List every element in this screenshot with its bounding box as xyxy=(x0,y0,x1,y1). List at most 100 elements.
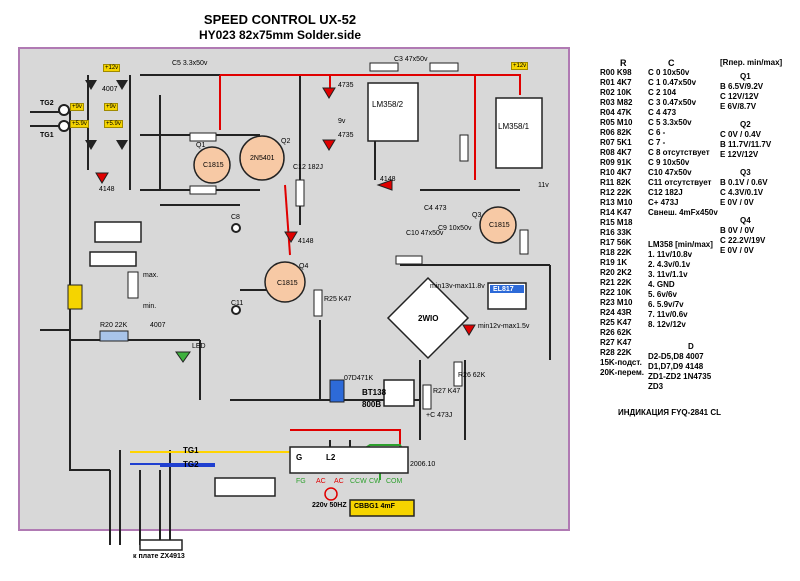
lm358-table-row: 5. 6v/6v xyxy=(648,290,677,299)
label-q3-type: C1815 xyxy=(489,222,510,229)
voltage-q2-title: Q2 xyxy=(740,120,751,129)
header-4pin xyxy=(89,251,137,267)
c-table-row: C11 отсутствует xyxy=(648,178,712,187)
label-q3: Q3 xyxy=(472,212,482,219)
r-table-row: R17 56K xyxy=(600,238,632,247)
label-q4-type: C1815 xyxy=(277,280,298,287)
label-tg1: TG1 xyxy=(40,132,54,139)
diode-d5 xyxy=(116,140,128,150)
label-min12: min12v-max1.5v xyxy=(478,323,530,330)
resistor-r25 xyxy=(313,289,323,317)
c-table-row: C 8 отсутствует xyxy=(648,148,710,157)
c-table-row: C12 182J xyxy=(648,188,683,197)
r-table-row: R13 M10 xyxy=(600,198,633,207)
indication-note: ИНДИКАЦИЯ FYQ-2841 CL xyxy=(618,408,721,417)
tag-voltage: +12v xyxy=(103,64,121,72)
label-c12: C12 182J xyxy=(293,164,323,171)
capacitor-external xyxy=(349,499,415,517)
diode-d2 xyxy=(85,80,97,90)
diode-4148-mid xyxy=(376,179,393,191)
c-table-row: C 0 10x50v xyxy=(648,68,690,77)
diagram-subtitle: HY023 82x75mm Solder.side xyxy=(198,28,362,42)
r-table-row: R12 22K xyxy=(600,188,632,197)
varistor xyxy=(329,379,345,403)
voltage-header: [Rпер. min/max] xyxy=(720,58,783,67)
d-table-row: ZD1-ZD2 1N4735 xyxy=(648,372,712,381)
header-5pin xyxy=(94,221,142,243)
r-table-row: R18 22K xyxy=(600,248,632,257)
label-lm358-2: LM358/2 xyxy=(372,100,404,109)
resistor-r26 xyxy=(453,361,463,387)
label-q2: Q2 xyxy=(281,138,291,145)
c-table-row: C+ 473J xyxy=(648,198,679,207)
label-c11: C11 xyxy=(231,300,244,307)
r-table-row: R26 62K xyxy=(600,328,632,337)
label-bridge: 2WIO xyxy=(418,314,439,323)
diode-d3 xyxy=(116,80,128,90)
pad-c8 xyxy=(231,223,241,233)
voltage-row: E 12V/12V xyxy=(720,150,759,159)
label-4735-a: 4735 xyxy=(338,82,354,89)
label-q1: Q1 xyxy=(196,142,206,149)
tag-voltage: +5.9v xyxy=(104,120,123,128)
r-table-row: R02 10K xyxy=(600,88,632,97)
voltage-q1-title: Q1 xyxy=(740,72,751,81)
r-table-row: R03 M82 xyxy=(600,98,633,107)
connector-label-fg: FG xyxy=(296,478,306,485)
r-table-row: R25 K47 xyxy=(600,318,632,327)
label-4148-left: 4148 xyxy=(99,186,115,193)
c-table-row: C 9 10x50v xyxy=(648,158,690,167)
r-table-row: R24 43R xyxy=(600,308,632,317)
c-table-row: C 2 104 xyxy=(648,88,677,97)
lm358-table-row: 7. 11v/0.6v xyxy=(648,310,688,319)
label-tg2: TG2 xyxy=(40,100,54,107)
r-table-row: R15 M18 xyxy=(600,218,633,227)
bridge-rectifier xyxy=(386,276,470,360)
connector-pin-g: G xyxy=(296,453,303,462)
diode-d4 xyxy=(85,140,97,150)
c-table-row: C 4 473 xyxy=(648,108,677,117)
label-led: LED xyxy=(192,343,206,350)
tag-voltage: +5.9v xyxy=(70,120,89,128)
label-mains: 220v 50HZ xyxy=(312,502,347,509)
d-table-row: D2-D5,D8 4007 xyxy=(648,352,704,361)
label-min: min. xyxy=(143,303,157,310)
r-table-row: R10 4K7 xyxy=(600,168,632,177)
label-tg2-bottom: TG2 xyxy=(183,460,199,469)
r-table-row: R22 10K xyxy=(600,288,632,297)
transistor-q2 xyxy=(239,135,285,181)
label-4007-led: 4007 xyxy=(150,322,166,329)
lm358-table-row: 2. 4.3v/0.1v xyxy=(648,260,691,269)
voltage-row: B 0V / 0V xyxy=(720,226,755,235)
label-c9: C9 10x50v xyxy=(438,225,472,232)
r-table-row: R11 82K xyxy=(600,178,632,187)
label-4148-q4: 4148 xyxy=(298,238,314,245)
r-table-row: R00 K98 xyxy=(600,68,632,77)
lm358-table-header: LM358 [min/max] xyxy=(648,240,713,249)
label-c10: C10 47x50v xyxy=(406,230,444,237)
display-connector xyxy=(214,477,276,497)
voltage-row: C 4.3V/0.1V xyxy=(720,188,764,197)
connector-label-cw: CW xyxy=(369,478,381,485)
label-r27: R27 K47 xyxy=(433,388,461,395)
label-plate: к плате ZX4913 xyxy=(133,553,185,560)
label-min13: min13v-max11.8v xyxy=(430,283,485,290)
diode-4148-left xyxy=(95,172,109,184)
label-4148-mid: 4148 xyxy=(380,176,396,183)
label-optron: EL817 xyxy=(493,286,514,293)
label-lm358-1: LM358/1 xyxy=(498,122,530,131)
diode-4148-q4 xyxy=(284,231,298,243)
connector-label-com: COM xyxy=(386,478,403,485)
label-tg1-bottom: TG1 xyxy=(183,446,199,455)
r-table-row: R05 M10 xyxy=(600,118,633,127)
voltage-q3-title: Q3 xyxy=(740,168,751,177)
label-date: 2006.10 xyxy=(410,461,436,468)
r-table-row: R23 M10 xyxy=(600,298,633,307)
transistor-q3 xyxy=(479,206,517,244)
r-table-header: R xyxy=(620,58,627,68)
voltage-row: C 0V / 0.4V xyxy=(720,130,761,139)
